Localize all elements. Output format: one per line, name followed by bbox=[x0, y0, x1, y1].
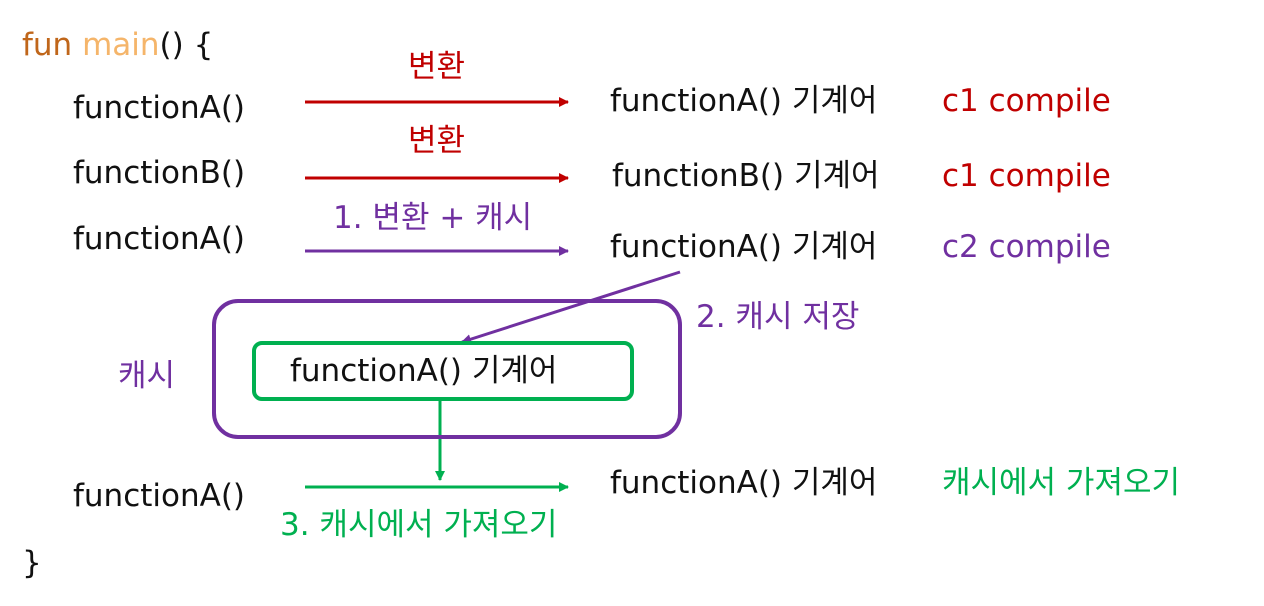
result-text-4: functionA() 기계어 bbox=[610, 465, 878, 501]
main-signature-rest: () { bbox=[159, 27, 214, 63]
result-status-2: c1 compile bbox=[942, 158, 1111, 194]
main-function-name: main bbox=[82, 27, 160, 63]
result-text-2: functionB() 기계어 bbox=[612, 158, 880, 194]
cached-machine-code-box bbox=[252, 341, 634, 401]
cached-machine-code-text: functionA() 기계어 bbox=[290, 353, 558, 389]
result-status-1: c1 compile bbox=[942, 83, 1111, 119]
code-line-function-a-1: functionA() bbox=[73, 90, 246, 126]
convert-label-2: 변환 bbox=[408, 123, 466, 159]
result-text-3: functionA() 기계어 bbox=[610, 229, 878, 265]
main-signature: fun main() { bbox=[22, 30, 213, 61]
code-line-function-a-3: functionA() bbox=[73, 478, 246, 514]
result-status-3: c2 compile bbox=[942, 229, 1111, 265]
cache-label: 캐시 bbox=[118, 358, 176, 394]
store-cache-label: 2. 캐시 저장 bbox=[696, 299, 860, 335]
result-status-4: 캐시에서 가져오기 bbox=[942, 465, 1181, 501]
code-line-function-a-2: functionA() bbox=[73, 221, 246, 257]
fun-keyword: fun bbox=[22, 27, 73, 63]
closing-brace: } bbox=[22, 545, 42, 581]
result-text-1: functionA() 기계어 bbox=[610, 83, 878, 119]
convert-label-1: 변환 bbox=[408, 49, 466, 85]
arrow-store-cache bbox=[461, 270, 681, 345]
convert-cache-label: 1. 변환 + 캐시 bbox=[333, 200, 533, 236]
fetch-cache-label: 3. 캐시에서 가져오기 bbox=[280, 507, 558, 543]
code-line-function-b: functionB() bbox=[73, 155, 246, 191]
cache-box bbox=[212, 299, 682, 439]
